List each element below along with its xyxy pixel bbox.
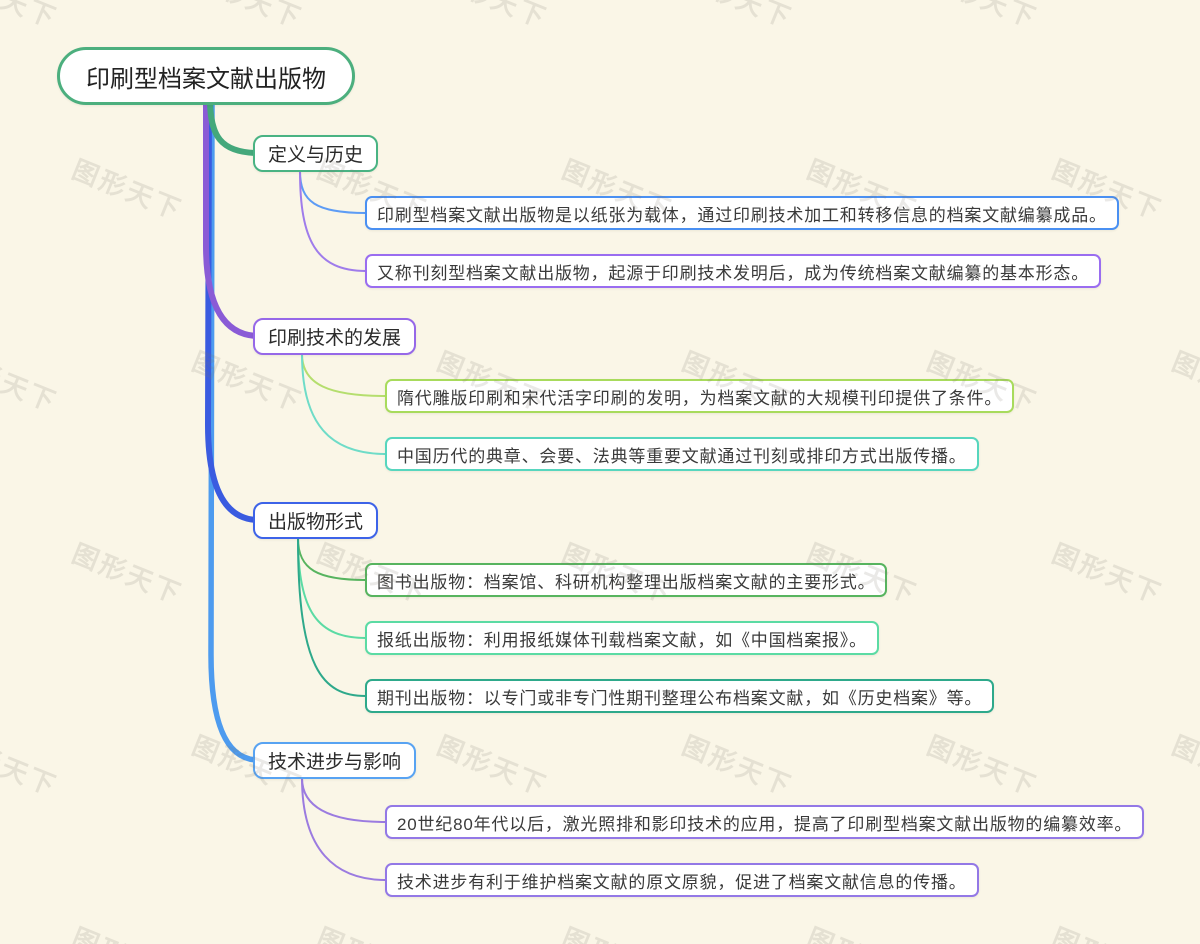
watermark-text: 图形天下	[0, 346, 62, 418]
leaf-connector	[297, 537, 367, 639]
leaf-node-text: 印刷型档案文献出版物是以纸张为载体，通过印刷技术加工和转移信息的档案文献编纂成品…	[377, 205, 1107, 225]
watermark-text: 图形天下	[0, 730, 62, 802]
leaf-node-text: 中国历代的典章、会要、法典等重要文献通过刊刻或排印方式出版传播。	[397, 446, 967, 466]
branch-node-label: 技术进步与影响	[268, 752, 402, 773]
root-node[interactable]: 印刷型档案文献出版物	[57, 47, 355, 105]
watermark-text: 图形天下	[1167, 0, 1200, 35]
watermark-text: 图形天下	[1048, 538, 1167, 610]
leaf-connector	[301, 777, 387, 823]
trunk-curve-tech-progress	[208, 100, 259, 763]
leaf-connector	[301, 777, 387, 881]
root-node-label: 印刷型档案文献出版物	[86, 65, 326, 93]
leaf-connector	[301, 353, 387, 397]
branch-node-printing-tech-development[interactable]: 印刷技术的发展	[253, 318, 417, 355]
trunk-curve-printing-tech	[203, 100, 259, 339]
leaf-node-text: 技术进步有利于维护档案文献的原文原貌，促进了档案文献信息的传播。	[397, 872, 967, 892]
watermark-text: 图形天下	[677, 0, 798, 35]
watermark-text: 图形天下	[678, 730, 797, 802]
leaf-connector	[299, 170, 367, 272]
leaf-node[interactable]: 技术进步有利于维护档案文献的原文原貌，促进了档案文献信息的传播。	[385, 863, 979, 897]
leaf-node-text: 报纸出版物：利用报纸媒体刊载档案文献，如《中国档案报》。	[377, 630, 867, 650]
leaf-node-text: 图书出版物：档案馆、科研机构整理出版档案文献的主要形式。	[377, 572, 876, 592]
watermark-text: 图形天下	[802, 918, 923, 944]
leaf-node[interactable]: 中国历代的典章、会要、法典等重要文献通过刊刻或排印方式出版传播。	[385, 437, 979, 471]
branch-node-label: 出版物形式	[268, 512, 364, 533]
watermark-text: 图形天下	[68, 538, 187, 610]
watermark-text: 图形天下	[922, 0, 1043, 35]
leaf-connector	[301, 353, 387, 455]
trunk-curve-definition-history	[207, 100, 259, 156]
trunk-curve-publication-forms	[204, 100, 259, 523]
leaf-node-text: 隋代雕版印刷和宋代活字印刷的发明，为档案文献的大规模刊印提供了条件。	[397, 388, 1003, 408]
leaf-node[interactable]: 期刊出版物：以专门或非专门性期刊整理公布档案文献，如《历史档案》等。	[365, 679, 995, 713]
branch-node-definition-history[interactable]: 定义与历史	[253, 135, 379, 172]
leaf-node[interactable]: 图书出版物：档案馆、科研机构整理出版档案文献的主要形式。	[365, 563, 888, 597]
branch-node-tech-progress-impact[interactable]: 技术进步与影响	[253, 742, 417, 779]
leaf-node[interactable]: 隋代雕版印刷和宋代活字印刷的发明，为档案文献的大规模刊印提供了条件。	[385, 379, 1015, 413]
leaf-node[interactable]: 又称刊刻型档案文献出版物，起源于印刷技术发明后，成为传统档案文献编纂的基本形态。	[365, 254, 1101, 288]
watermark-text: 图形天下	[923, 730, 1042, 802]
watermark-text: 图形天下	[1168, 730, 1200, 802]
watermark-text: 图形天下	[67, 918, 188, 944]
watermark-text: 图形天下	[433, 730, 552, 802]
leaf-node-text: 20世纪80年代以后，激光照排和影印技术的应用，提高了印刷型档案文献出版物的编纂…	[397, 814, 1133, 834]
watermark-text: 图形天下	[68, 154, 187, 226]
leaf-node-text: 期刊出版物：以专门或非专门性期刊整理公布档案文献，如《历史档案》等。	[377, 688, 983, 708]
leaf-connector	[299, 170, 367, 214]
watermark-text: 图形天下	[1047, 918, 1168, 944]
branch-node-label: 印刷技术的发展	[268, 328, 402, 349]
watermark-text: 图形天下	[432, 0, 553, 35]
watermark-text: 图形天下	[557, 918, 678, 944]
branch-node-publication-forms[interactable]: 出版物形式	[253, 502, 379, 539]
leaf-connector	[297, 537, 367, 581]
watermark-text: 图形天下	[312, 918, 433, 944]
leaf-node[interactable]: 印刷型档案文献出版物是以纸张为载体，通过印刷技术加工和转移信息的档案文献编纂成品…	[365, 196, 1119, 230]
branch-node-label: 定义与历史	[268, 145, 364, 166]
leaf-node-text: 又称刊刻型档案文献出版物，起源于印刷技术发明后，成为传统档案文献编纂的基本形态。	[377, 263, 1089, 283]
leaf-connector	[297, 537, 367, 697]
leaf-node[interactable]: 20世纪80年代以后，激光照排和影印技术的应用，提高了印刷型档案文献出版物的编纂…	[385, 805, 1145, 839]
watermark-text: 图形天下	[1168, 346, 1200, 418]
watermark-text: 图形天下	[0, 0, 64, 35]
leaf-node[interactable]: 报纸出版物：利用报纸媒体刊载档案文献，如《中国档案报》。	[365, 621, 879, 655]
watermark-text: 图形天下	[187, 0, 308, 35]
